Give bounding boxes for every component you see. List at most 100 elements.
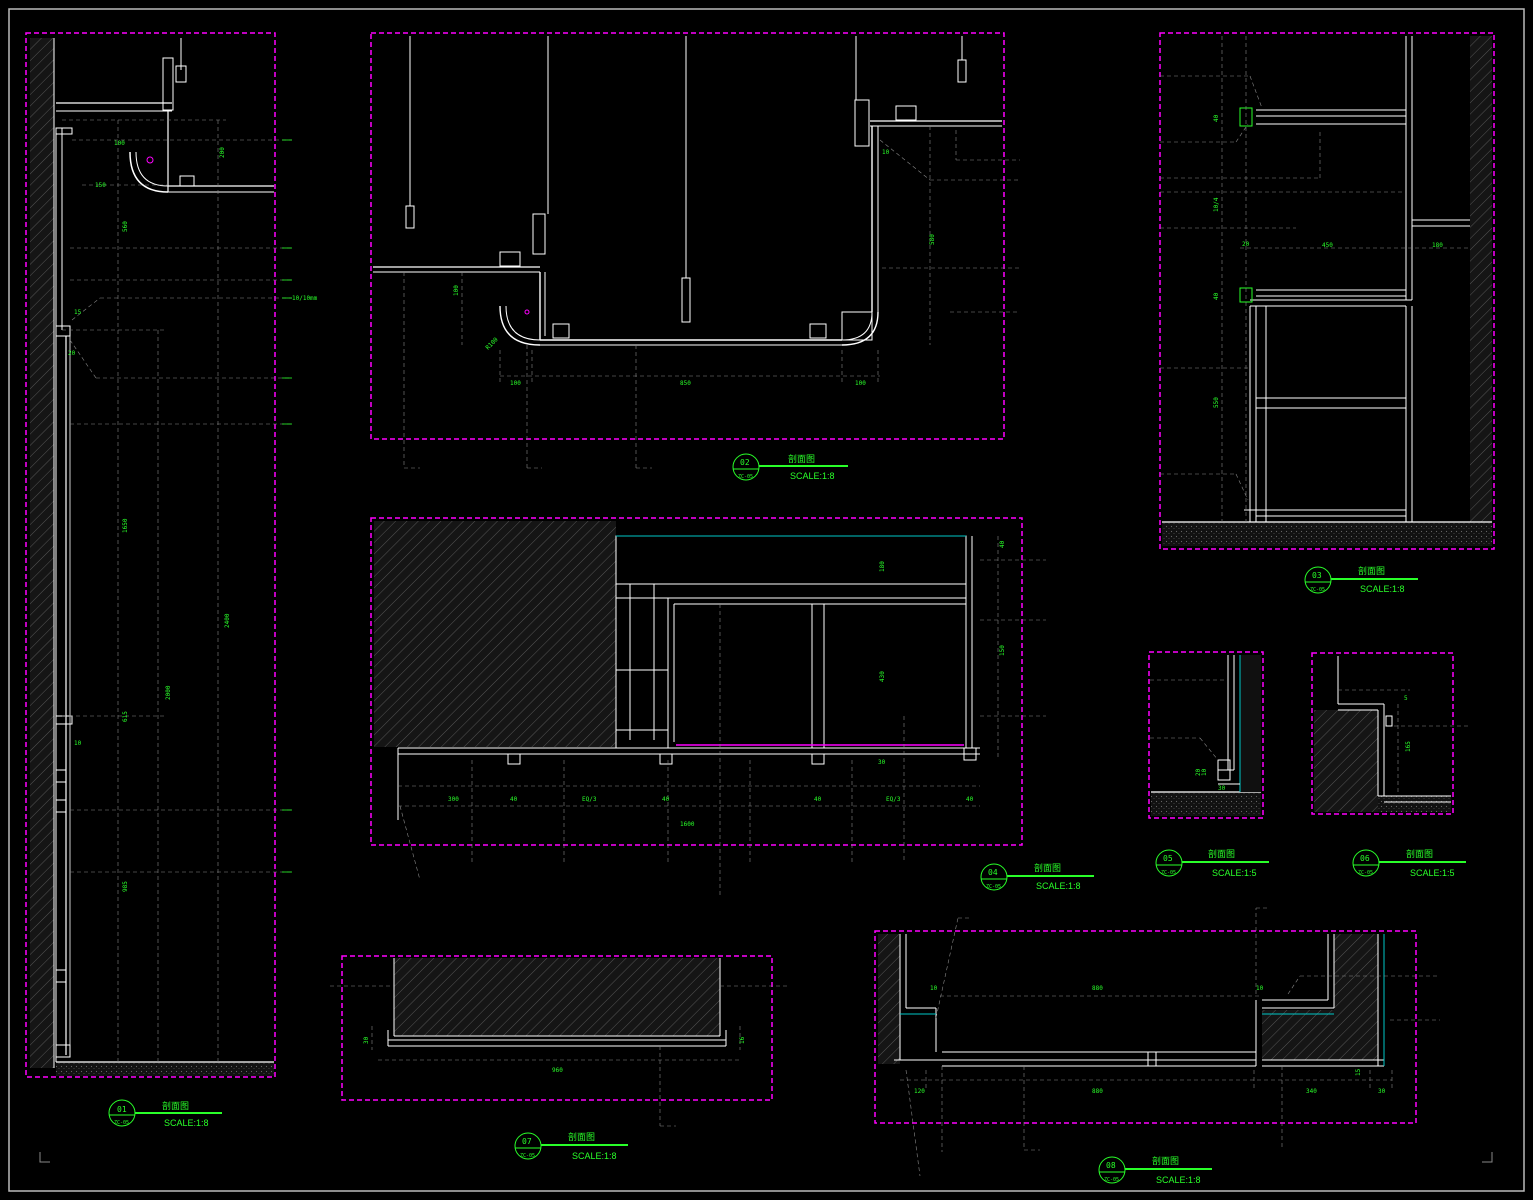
dim-40-mid: 40 [1213, 292, 1220, 300]
detail-06-title-block: 06 ZC-05 剖面图 SCALE:1:5 [1352, 848, 1466, 878]
dim-300: 300 [448, 796, 459, 803]
detail-sheet-ref: ZC-05 [738, 474, 753, 480]
dim-1600: 1600 [680, 821, 695, 828]
dim-150: 150 [999, 645, 1006, 656]
dim-40-b: 40 [662, 796, 670, 803]
dim-30: 30 [363, 1036, 370, 1044]
detail-number: 02 [740, 458, 750, 467]
detail-number: 08 [1106, 1161, 1116, 1170]
dim-10: 10 [74, 740, 82, 747]
detail-title: 剖面图 [1034, 862, 1061, 874]
dim-165: 165 [1405, 741, 1412, 752]
detail-01: 100 150 200 20 10 15 1650 2400 2000 615 … [25, 32, 318, 1128]
dim-20: 20 [68, 350, 76, 357]
detail-sheet-ref: ZC-05 [1310, 587, 1325, 593]
dim-10: 10 [882, 149, 890, 156]
dim-note: 10/10mm [292, 295, 318, 302]
detail-title: 剖面图 [1406, 848, 1433, 860]
detail-04-title-block: 04 ZC-05 剖面图 SCALE:1:8 [980, 862, 1094, 891]
dim-15: 15 [74, 309, 82, 316]
detail-title: 剖面图 [568, 1131, 595, 1143]
dim-40-top: 40 [1213, 114, 1220, 122]
dim-15: 15 [1355, 1068, 1362, 1076]
detail-07-dimension-texts: 960 30 16 [363, 1036, 746, 1074]
detail-02-title-block: 02 ZC-05 剖面图 SCALE:1:8 [732, 453, 848, 481]
detail-sheet-ref: ZC-05 [1161, 870, 1176, 876]
detail-03-title-block: 03 ZC-05 剖面图 SCALE:1:8 [1304, 565, 1418, 594]
detail-scale: SCALE:1:5 [1410, 868, 1455, 878]
detail-03-frame [1159, 32, 1495, 550]
detail-title: 剖面图 [1358, 565, 1385, 577]
detail-08-title-block: 08 ZC-05 剖面图 SCALE:1:8 [1098, 1155, 1212, 1185]
dim-560: 560 [122, 221, 129, 232]
dim-10-right: 10 [1256, 985, 1264, 992]
dim-960: 960 [552, 1067, 563, 1074]
detail-title: 剖面图 [1208, 848, 1235, 860]
detail-04: 300 40 EQ/3 40 40 EQ/3 40 1600 180 430 1… [370, 517, 1094, 896]
dim-eq3-right: EQ/3 [886, 796, 901, 803]
dim-880-top: 880 [1092, 985, 1103, 992]
dim-40-e: 40 [999, 540, 1006, 548]
dim-100-vert: 100 [453, 285, 460, 296]
dim-30: 30 [1378, 1088, 1386, 1095]
dim-10-4: 10/4 [1213, 197, 1220, 212]
dim-200: 200 [219, 147, 226, 158]
dim-100-right: 100 [855, 380, 866, 387]
dim-550: 550 [1213, 397, 1220, 408]
detail-sheet-ref: ZC-05 [1358, 870, 1373, 876]
dim-180: 180 [1432, 242, 1443, 249]
detail-title: 剖面图 [788, 453, 815, 465]
detail-01-frame [25, 32, 276, 1078]
detail-scale: SCALE:1:8 [1156, 1175, 1201, 1185]
dim-5: 5 [1404, 695, 1408, 702]
detail-05: 30 10 20 05 ZC-05 剖面图 SCALE:1:5 [1148, 651, 1269, 878]
detail-01-title-block: 01 ZC-05 剖面图 SCALE:1:8 [108, 1099, 222, 1128]
dim-20: 20 [1242, 241, 1250, 248]
detail-04-dimension-texts: 300 40 EQ/3 40 40 EQ/3 40 1600 180 430 1… [448, 540, 1006, 828]
dim-40-d: 40 [966, 796, 974, 803]
detail-07-title-block: 07 ZC-05 剖面图 SCALE:1:8 [514, 1131, 628, 1161]
detail-number: 05 [1163, 854, 1173, 863]
dim-1650: 1650 [122, 518, 129, 533]
dim-580: 580 [929, 234, 936, 245]
dim-180: 180 [879, 561, 886, 572]
dim-10: 10 [1201, 768, 1208, 776]
dim-100: 100 [114, 140, 125, 147]
detail-06: 165 5 06 ZC-05 剖面图 SCALE:1:5 [1311, 652, 1468, 878]
dim-30: 30 [878, 759, 886, 766]
detail-03: 40 450 180 20 40 550 10/4 03 ZC-05 剖面图 S… [1159, 32, 1495, 594]
dim-40-c: 40 [814, 796, 822, 803]
detail-01-leaders [282, 139, 292, 873]
detail-02: 100 850 100 580 100 10 R100 02 ZC-05 剖面图… [370, 32, 1020, 481]
dim-10-left: 10 [930, 985, 938, 992]
detail-scale: SCALE:1:8 [1360, 584, 1405, 594]
detail-06-frame [1311, 652, 1454, 815]
detail-05-frame [1148, 651, 1264, 819]
detail-number: 01 [117, 1105, 127, 1114]
dim-40-a: 40 [510, 796, 518, 803]
detail-number: 04 [988, 868, 998, 877]
detail-title: 剖面图 [1152, 1155, 1179, 1167]
dim-2000: 2000 [165, 685, 172, 700]
dim-r100: R100 [484, 336, 499, 351]
detail-sheet-ref: ZC-05 [986, 884, 1001, 890]
detail-06-dimension-texts: 165 5 [1404, 695, 1412, 752]
detail-scale: SCALE:1:8 [790, 471, 835, 481]
dim-120: 120 [914, 1088, 925, 1095]
detail-number: 03 [1312, 571, 1322, 580]
detail-number: 06 [1360, 854, 1370, 863]
detail-scale: SCALE:1:5 [1212, 868, 1257, 878]
dim-850: 850 [680, 380, 691, 387]
dim-eq3-left: EQ/3 [582, 796, 597, 803]
dim-30: 30 [1218, 785, 1226, 792]
dim-16: 16 [739, 1036, 746, 1044]
detail-title: 剖面图 [162, 1100, 189, 1112]
dim-430: 430 [879, 671, 886, 682]
detail-01-dimension-texts: 100 150 200 20 10 15 1650 2400 2000 615 … [68, 140, 318, 892]
dim-450: 450 [1322, 242, 1333, 249]
detail-02-frame [370, 32, 1005, 440]
dim-20: 20 [1195, 768, 1202, 776]
detail-sheet-ref: ZC-05 [1104, 1177, 1119, 1183]
corner-marks [39, 1152, 1493, 1163]
